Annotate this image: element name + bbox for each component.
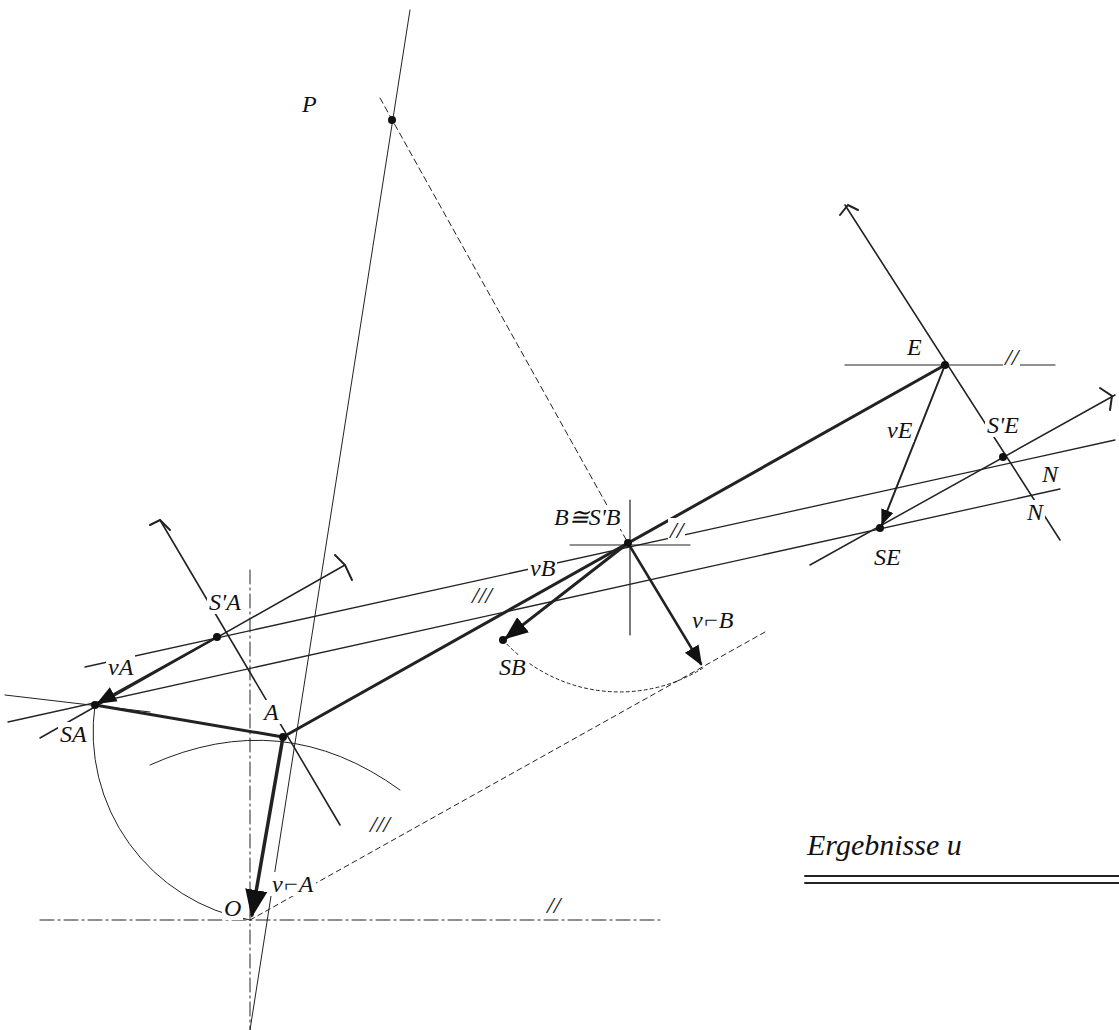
point-label: ///	[470, 583, 494, 607]
point-label: //	[668, 518, 685, 542]
point-label: O	[222, 896, 243, 920]
point-label: SE	[872, 545, 903, 569]
point-label: N	[1040, 462, 1060, 486]
point-label: v⌐A	[270, 872, 316, 896]
point-label: //	[1003, 345, 1020, 369]
point-label: vE	[885, 418, 914, 442]
point-label: ///	[368, 812, 392, 836]
point-label: P	[300, 92, 319, 116]
point-label: E	[905, 335, 924, 359]
note-text: Ergebnisse u	[805, 830, 964, 860]
point-label: SA	[58, 722, 89, 746]
point-label: vB	[528, 556, 557, 580]
point-label: S'E	[985, 413, 1021, 437]
point-label: v⌐B	[690, 608, 736, 632]
point-label: A	[262, 700, 281, 724]
point-label: SB	[497, 655, 528, 679]
point-label: vA	[106, 655, 135, 679]
point-label: N	[1025, 500, 1045, 524]
point-label: B≅S'B	[552, 505, 622, 529]
point-label: S'A	[207, 590, 243, 614]
point-label: //	[545, 893, 562, 917]
